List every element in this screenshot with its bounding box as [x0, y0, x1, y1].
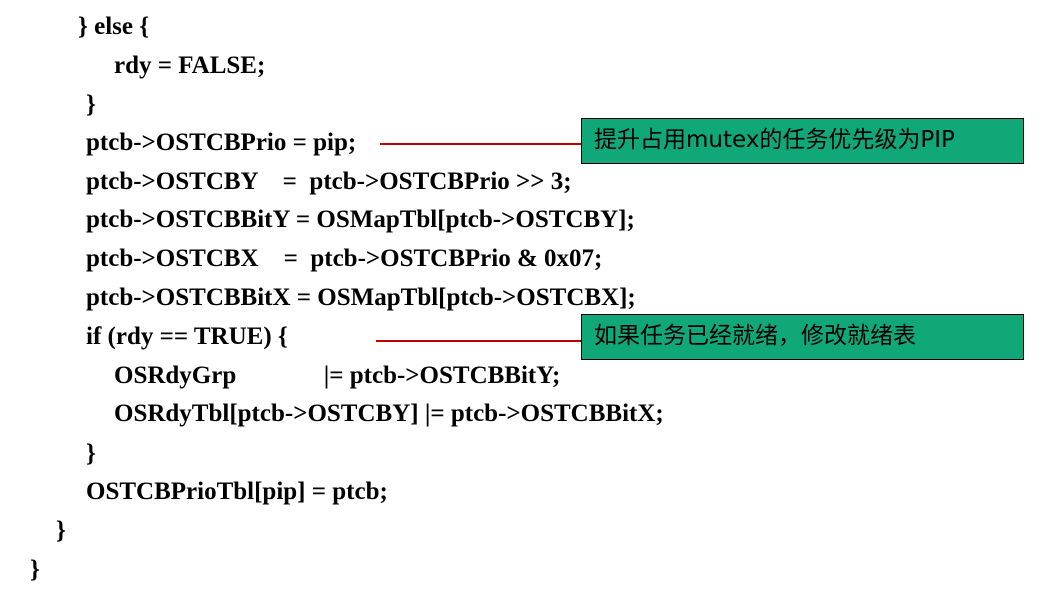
code-line-set-y: ptcb->OSTCBY = ptcb->OSTCBPrio >> 3;	[86, 168, 572, 195]
code-line-priotbl: OSTCBPrioTbl[pip] = ptcb;	[86, 478, 388, 505]
callout-raise-priority: 提升占用mutex的任务优先级为PIP	[581, 118, 1024, 164]
code-line-close-if: }	[86, 440, 96, 467]
code-line-rdytbl: OSRdyTbl[ptcb->OSTCBY] |= ptcb->OSTCBBit…	[114, 400, 664, 427]
code-line-close-function: }	[30, 556, 40, 583]
code-line-else: } else {	[78, 13, 150, 40]
code-line-set-x: ptcb->OSTCBX = ptcb->OSTCBPrio & 0x07;	[86, 245, 603, 272]
callout-connector-ready	[376, 340, 582, 342]
callout-connector-priority	[380, 143, 582, 145]
callout-update-ready-table: 如果任务已经就绪，修改就绪表	[581, 314, 1024, 360]
code-line-rdy-false: rdy = FALSE;	[114, 52, 266, 79]
code-line-set-bitx: ptcb->OSTCBBitX = OSMapTbl[ptcb->OSTCBX]…	[86, 284, 636, 311]
code-line-close-block: }	[56, 517, 66, 544]
code-line-if-rdy: if (rdy == TRUE) {	[86, 323, 288, 350]
code-line-set-bity: ptcb->OSTCBBitY = OSMapTbl[ptcb->OSTCBY]…	[86, 206, 635, 233]
code-line-set-prio: ptcb->OSTCBPrio = pip;	[86, 129, 357, 156]
code-line-close-else: }	[86, 91, 96, 118]
code-line-rdygrp: OSRdyGrp |= ptcb->OSTCBBitY;	[114, 362, 561, 389]
